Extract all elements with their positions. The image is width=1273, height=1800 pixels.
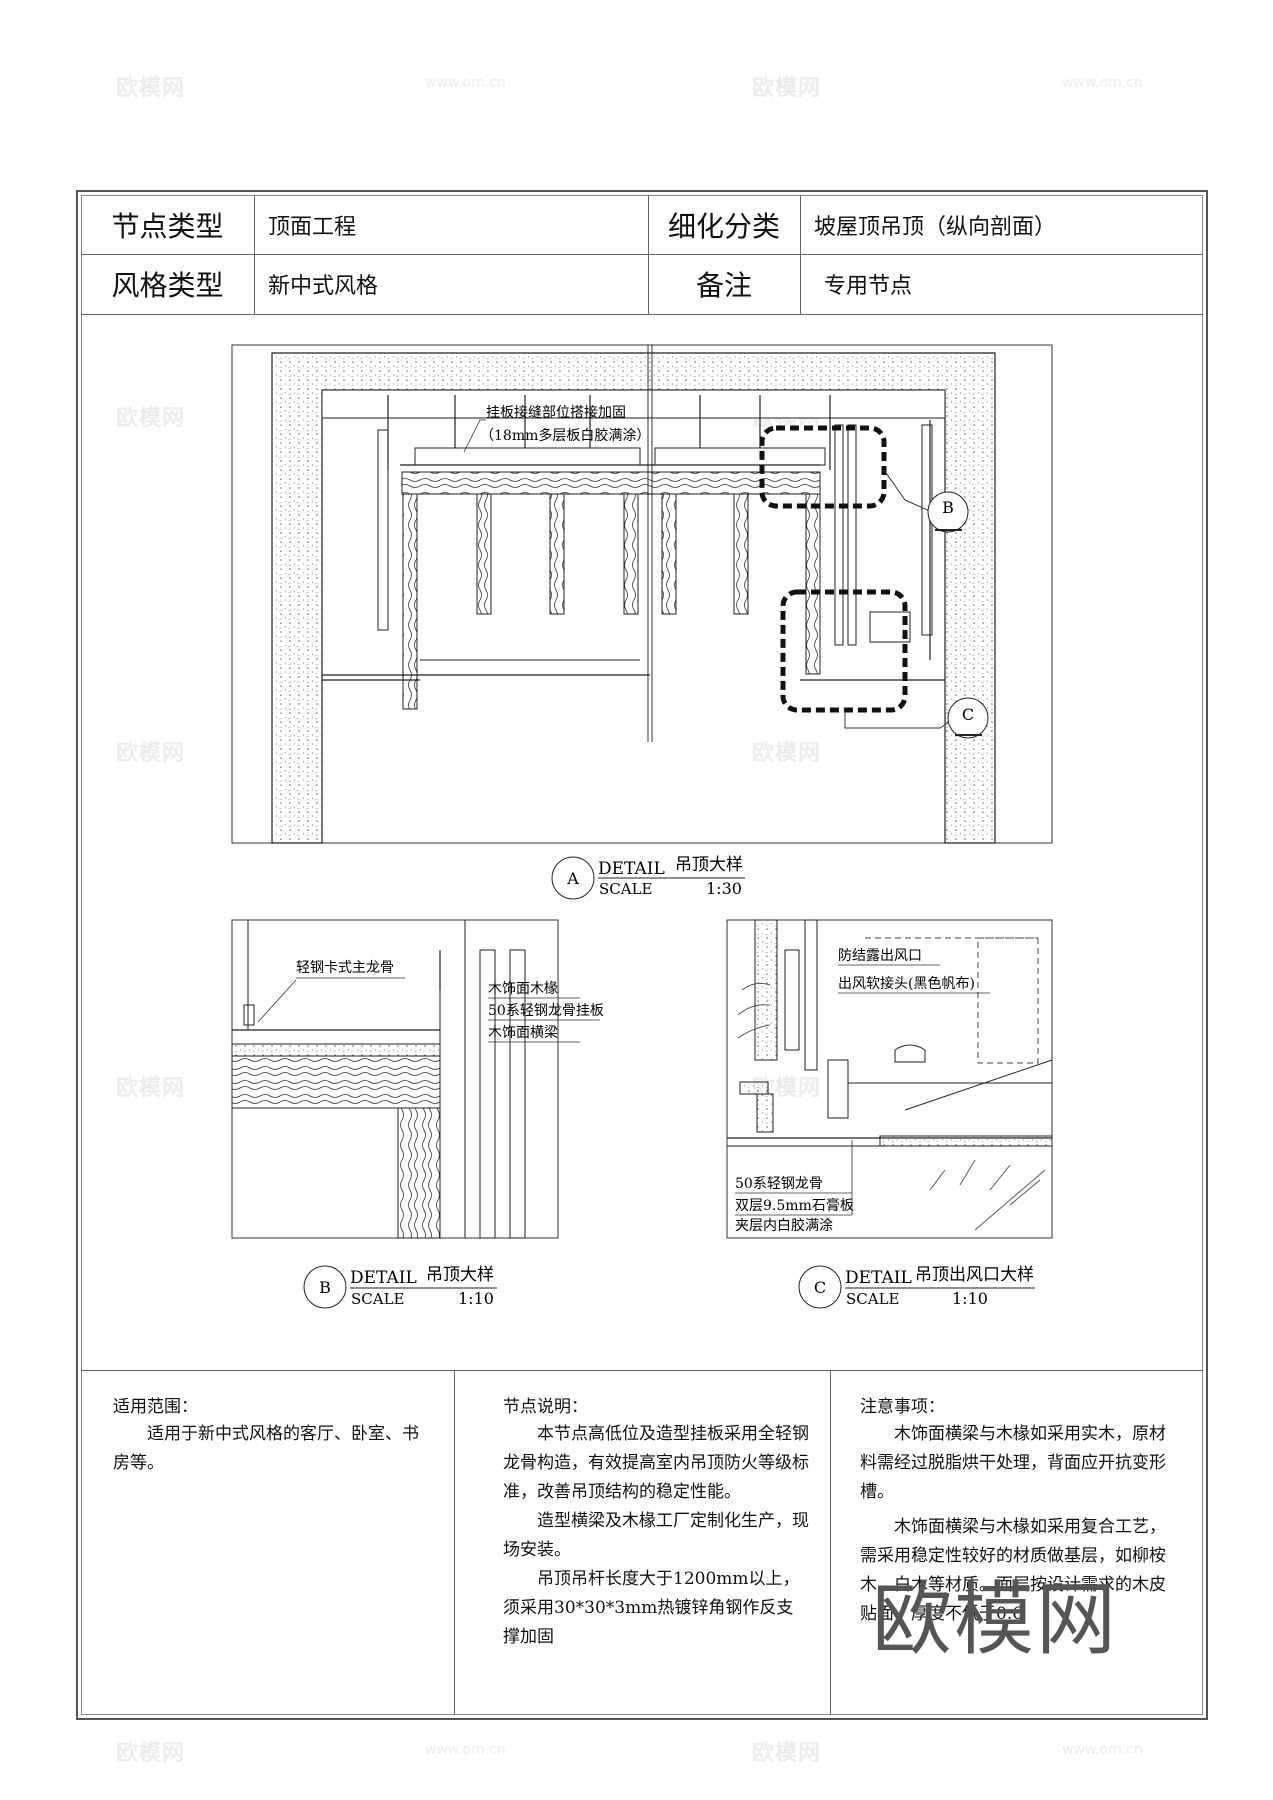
caution-paragraph: 木饰面横梁与木椽如采用实木，原材料需经过脱脂烘干处理，背面应开抗变形槽。 — [860, 1424, 1166, 1502]
desc-title: 节点说明： — [503, 1397, 588, 1417]
detail-b-detail-word: DETAIL — [350, 1268, 417, 1288]
highlight-box-b — [759, 425, 887, 509]
wood-cross-beam — [401, 471, 821, 495]
detail-b-circle-label: B — [319, 1278, 331, 1297]
callout-c-circle — [947, 697, 989, 739]
hanger-board — [654, 447, 826, 466]
detail-a-note-1: 挂板接缝部位搭接加固 — [486, 404, 626, 421]
desc-paragraph: 吊顶吊杆长度大于1200mm以上，须采用30*30*3mm热镀锌角钢作反支撑加固 — [503, 1569, 800, 1647]
detail-c-detail-word: DETAIL — [845, 1268, 912, 1288]
watermark-logo: 欧模网 — [116, 406, 186, 431]
detail-b-title: B DETAIL 吊顶大样 SCALE 1:10 — [303, 1265, 497, 1309]
detail-a-circle — [551, 856, 595, 900]
callout-b-label: B — [942, 498, 954, 517]
watermark-site: www.om.cn — [1062, 75, 1143, 91]
style-value: 新中式风格 — [268, 274, 379, 299]
ceiling-slab-gap — [321, 389, 946, 419]
callout-c-label: C — [962, 705, 974, 724]
watermark-logo: 欧模网 — [116, 1741, 186, 1766]
watermark-site: www.om.cn — [425, 75, 506, 91]
sheet-frame — [76, 190, 1208, 1720]
watermark-logo: 欧模网 — [752, 741, 822, 766]
watermark-logo: 欧模网 — [116, 1076, 186, 1101]
detail-b-rafter — [397, 1107, 441, 1239]
desc-body: 本节点高低位及造型挂板采用全轻钢龙骨构造，有效提高室内吊顶防火等级标准，改善吊顶… — [503, 1420, 809, 1652]
caution-title: 注意事项： — [860, 1397, 945, 1417]
detail-c-circle-label: C — [814, 1278, 826, 1297]
watermark-logo: 欧模网 — [116, 741, 186, 766]
caution-body: 木饰面横梁与木椽如采用实木，原材料需经过脱脂烘干处理，背面应开抗变形槽。 木饰面… — [860, 1420, 1180, 1629]
detail-a-note-2: （18mm多层板白胶满涂） — [480, 427, 650, 444]
header-bottom-line — [81, 314, 1203, 315]
highlight-box-c — [780, 589, 908, 713]
remark-label: 备注 — [695, 269, 752, 302]
detail-b-label-rafter: 木饰面木椽 — [488, 981, 558, 997]
detail-c-scale-word: SCALE — [846, 1290, 900, 1308]
scope-title: 适用范围： — [113, 1397, 198, 1417]
detail-a-title-text: 吊顶大样 — [675, 855, 743, 875]
detail-a-scale-word: SCALE — [599, 880, 653, 898]
watermark-site: www.om.cn — [1062, 1742, 1143, 1758]
airflow-arrows — [737, 982, 1046, 1231]
desc-paragraph: 造型横梁及木椽工厂定制化生产，现场安装。 — [503, 1511, 809, 1560]
detail-a-scale: 1:30 — [706, 879, 742, 898]
detail-a-viewport — [231, 344, 1053, 844]
detail-b-scale: 1:10 — [458, 1289, 494, 1308]
style-label: 风格类型 — [111, 269, 224, 302]
detail-c-viewport — [726, 919, 1053, 1239]
detail-b-title-text: 吊顶大样 — [426, 1265, 494, 1285]
notes-top-line — [81, 1370, 1203, 1371]
detail-a-circle-label: A — [566, 869, 579, 888]
detail-c-label-keel: 50系轻钢龙骨 — [735, 1176, 823, 1192]
header-col-divider — [254, 195, 255, 314]
detail-c-circle — [798, 1265, 842, 1309]
detail-a-drawing: B C 挂板接缝部位搭接加固 （18mm多层板白胶满涂） — [231, 344, 1053, 844]
detail-b-circle — [303, 1265, 347, 1309]
watermark-logo: 欧模网 — [752, 1741, 822, 1766]
header-row-divider — [81, 254, 1203, 255]
hanger-rods — [387, 395, 931, 660]
detail-c-label-glue: 夹层内白胶满涂 — [735, 1217, 833, 1234]
detail-c-title: C DETAIL 吊顶出风口大样 SCALE 1:10 — [798, 1265, 1035, 1309]
detail-b-label-beam: 木饰面横梁 — [488, 1025, 558, 1041]
detail-b-scale-word: SCALE — [351, 1290, 405, 1308]
scope-paragraph: 适用于新中式风格的客厅、卧室、书房等。 — [113, 1424, 419, 1473]
node-type-value: 顶面工程 — [268, 214, 357, 240]
detail-c-label-gypsum: 双层9.5mm石膏板 — [735, 1197, 854, 1214]
header-col-divider — [800, 195, 801, 314]
header-col-divider — [648, 195, 649, 314]
detail-c-label-joint: 出风软接头(黑色帆布) — [838, 975, 975, 992]
notes-col-divider — [830, 1370, 831, 1715]
hanger-board — [414, 447, 641, 466]
remark-value: 专用节点 — [824, 274, 913, 299]
detail-c-label-outlet: 防结露出风口 — [838, 948, 922, 964]
watermark-logo-large: 欧模网 — [872, 1573, 1118, 1666]
watermark-logo: 欧模网 — [116, 76, 186, 101]
watermark-site: www.om.cn — [425, 1742, 506, 1758]
detail-a-title: A DETAIL 吊顶大样 SCALE 1:30 — [551, 855, 745, 900]
detail-a-detail-word: DETAIL — [598, 859, 665, 879]
notes-col-divider — [454, 1370, 455, 1715]
wood-rafters — [402, 493, 821, 710]
sub-class-value: 坡屋顶吊顶（纵向剖面） — [814, 214, 1057, 240]
sub-class-label: 细化分类 — [667, 209, 780, 243]
detail-c-scale: 1:10 — [952, 1289, 988, 1308]
node-type-label: 节点类型 — [111, 209, 224, 243]
detail-b-drawing: 轻钢卡式主龙骨 木饰面木椽 50系轻钢龙骨挂板 木饰面横梁 — [231, 919, 604, 1239]
desc-paragraph: 本节点高低位及造型挂板采用全轻钢龙骨构造，有效提高室内吊顶防火等级标准，改善吊顶… — [503, 1424, 809, 1502]
watermark-logo: 欧模网 — [752, 76, 822, 101]
callout-b-circle — [927, 491, 969, 533]
detail-b-label-hanger: 50系轻钢龙骨挂板 — [488, 1003, 604, 1019]
scope-body: 适用于新中式风格的客厅、卧室、书房等。 — [113, 1420, 431, 1478]
caution-paragraph: 木饰面横梁与木椽如采用复合工艺，需采用稳定性较好的材质做基层，如柳桉木、白木等材… — [860, 1517, 1166, 1624]
detail-b-label-main-keel: 轻钢卡式主龙骨 — [296, 960, 394, 976]
detail-c-title-text: 吊顶出风口大样 — [915, 1265, 1034, 1285]
detail-b-beam — [231, 1055, 441, 1109]
sheet-frame-inner — [81, 195, 1203, 1715]
detail-c-drawing: 防结露出风口 出风软接头(黑色帆布) 50系轻钢龙骨 双层9.5mm石膏板 夹层… — [726, 919, 1053, 1239]
